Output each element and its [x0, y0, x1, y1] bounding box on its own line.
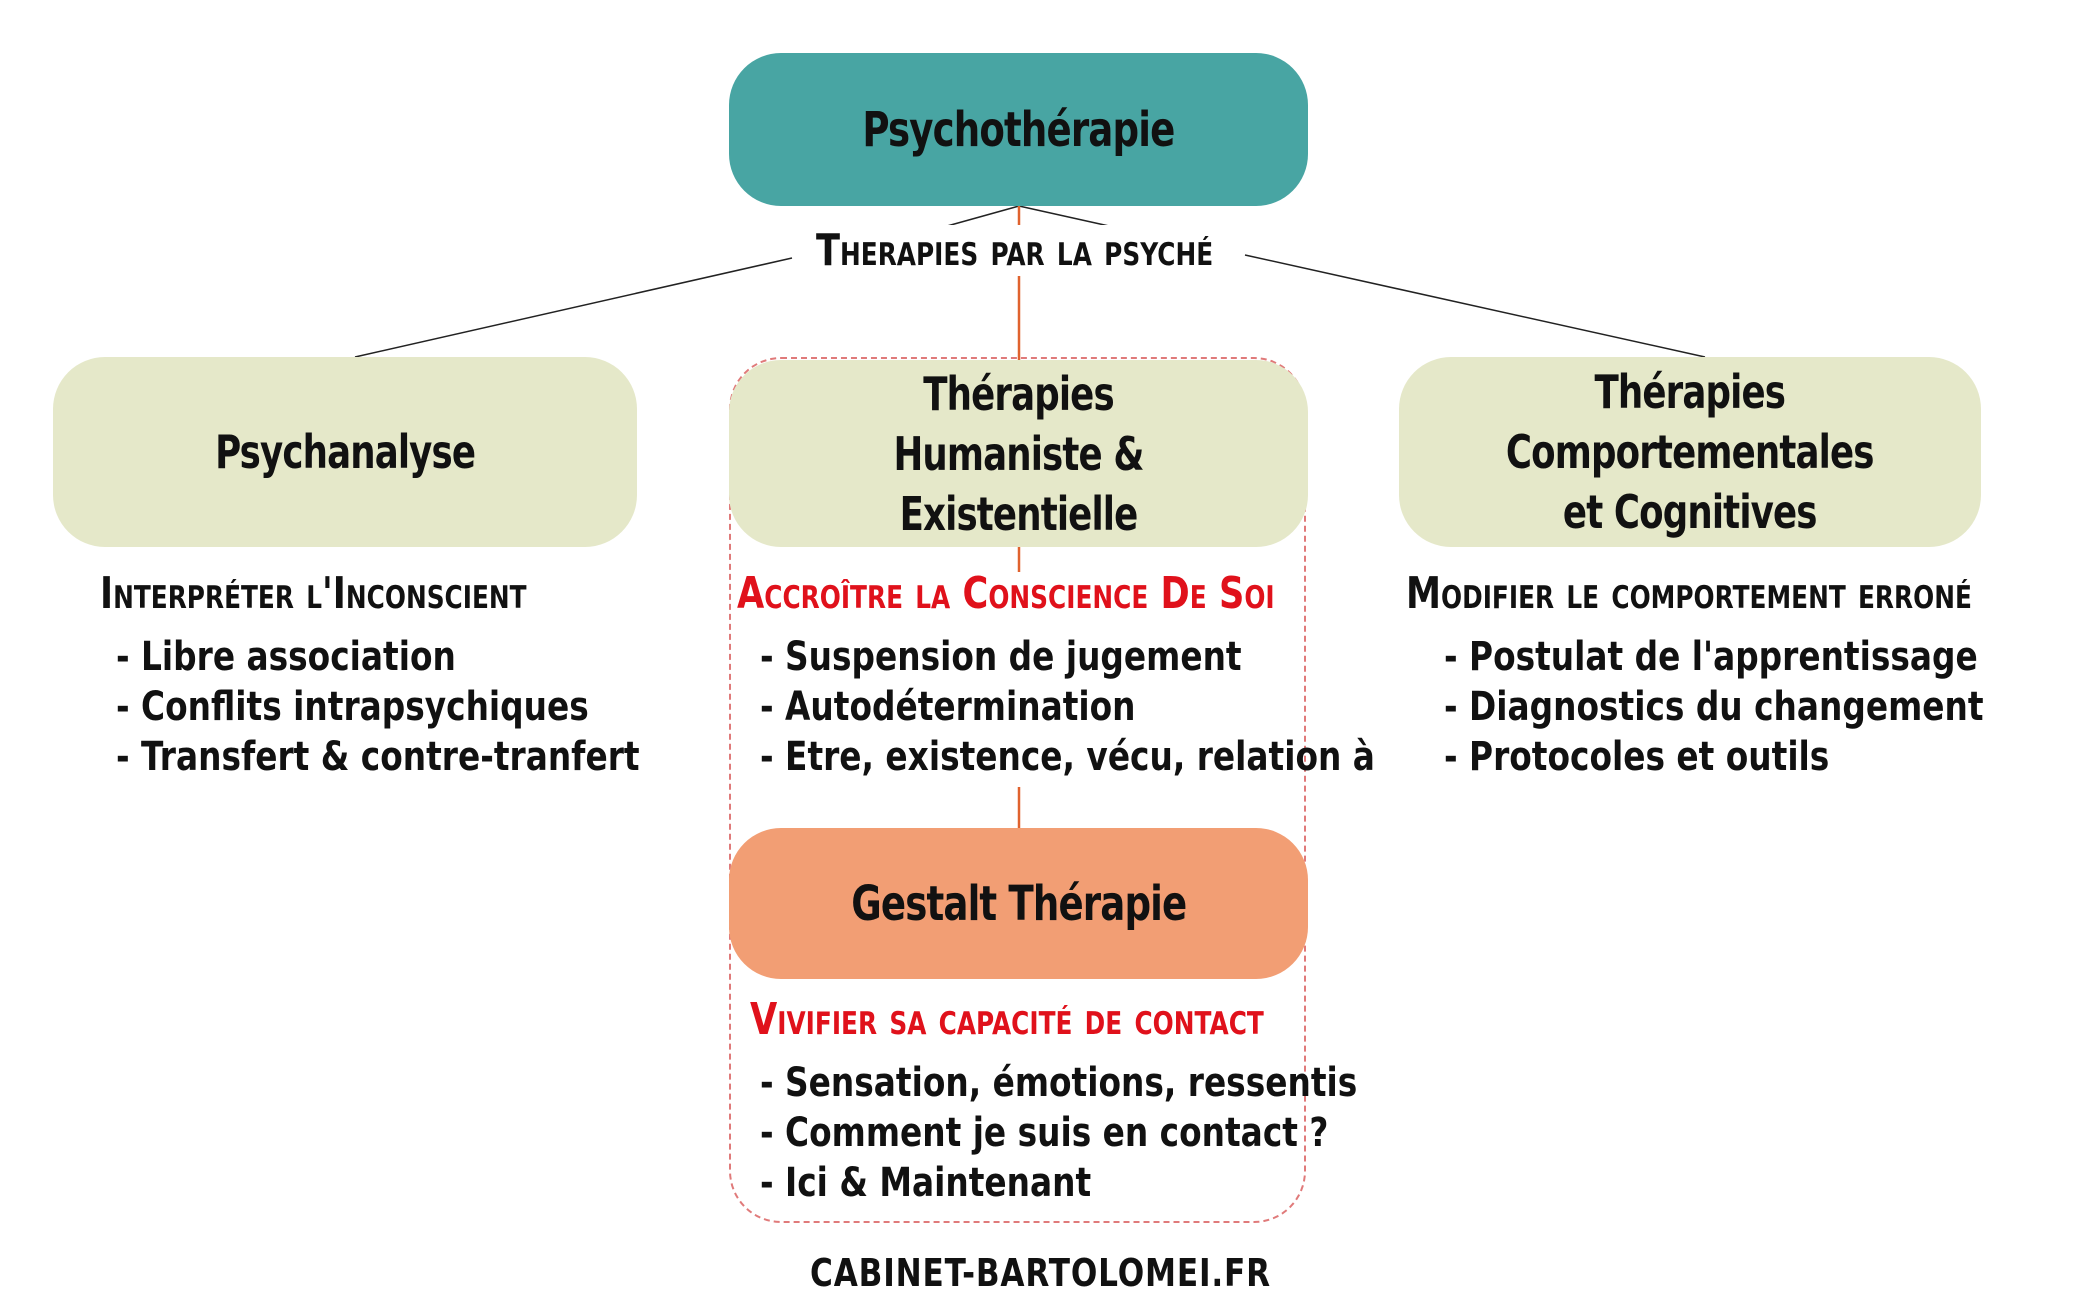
list-item: Diagnostics du changement	[1444, 682, 1984, 732]
footer-website: CABINET-BARTOLOMEI.FR	[810, 1251, 1271, 1295]
line-root-to-label-left	[939, 205, 1020, 229]
list-item: Suspension de jugement	[760, 632, 1375, 682]
list-item: Autodétermination	[760, 682, 1375, 732]
line-root-to-label-right	[1018, 205, 1119, 229]
node-title-line: Thérapies	[1594, 365, 1786, 419]
humaniste-group-frame	[729, 357, 1306, 1223]
node-title-line: et Cognitives	[1563, 485, 1818, 539]
list-item: Transfert & contre-tranfert	[116, 732, 640, 782]
node-therapies-comportementales-cognitives[interactable]: Thérapies Comportementales et Cognitives	[1399, 357, 1981, 547]
root-node-psychotherapie[interactable]: Psychothérapie	[729, 53, 1308, 206]
node-title-line: Humaniste & Existentielle	[893, 426, 1144, 541]
list-humaniste: Suspension de jugement Autodétermination…	[760, 632, 1375, 782]
list-tcc: Postulat de l'apprentissage Diagnostics …	[1444, 632, 1984, 782]
node-title: Gestalt Thérapie	[850, 875, 1187, 932]
node-humaniste-existentielle[interactable]: Thérapies Humaniste & Existentielle	[729, 360, 1308, 547]
list-item: Sensation, émotions, ressentis	[760, 1058, 1357, 1108]
node-title-line: Thérapies	[923, 366, 1114, 421]
connector-label: Therapies par la psyché	[808, 225, 1222, 276]
list-item: Comment je suis en contact ?	[760, 1108, 1357, 1158]
list-item: Protocoles et outils	[1444, 732, 1984, 782]
list-item: Ici & Maintenant	[760, 1158, 1357, 1208]
list-gestalt: Sensation, émotions, ressentis Comment j…	[760, 1058, 1357, 1208]
root-node-title: Psychothérapie	[862, 101, 1175, 158]
goal-gestalt: Vivifier sa capacité de contact	[750, 994, 1264, 1045]
line-label-to-psychanalyse	[354, 257, 793, 358]
list-item: Etre, existence, vécu, relation à	[760, 732, 1375, 782]
list-psychanalyse: Libre association Conflits intrapsychiqu…	[116, 632, 640, 782]
node-title-line: Comportementales	[1506, 425, 1875, 479]
node-title: Psychanalyse	[215, 425, 476, 479]
list-item: Conflits intrapsychiques	[116, 682, 640, 732]
list-item: Libre association	[116, 632, 640, 682]
list-item: Postulat de l'apprentissage	[1444, 632, 1984, 682]
goal-psychanalyse: Interpréter l'Inconscient	[100, 568, 527, 619]
node-psychanalyse[interactable]: Psychanalyse	[53, 357, 637, 547]
line-label-to-tcc	[1244, 254, 1706, 358]
goal-tcc: Modifier le comportement erroné	[1406, 568, 1972, 619]
node-gestalt-therapie[interactable]: Gestalt Thérapie	[729, 828, 1308, 979]
goal-humaniste: Accroître la Conscience De Soi	[737, 568, 1275, 619]
